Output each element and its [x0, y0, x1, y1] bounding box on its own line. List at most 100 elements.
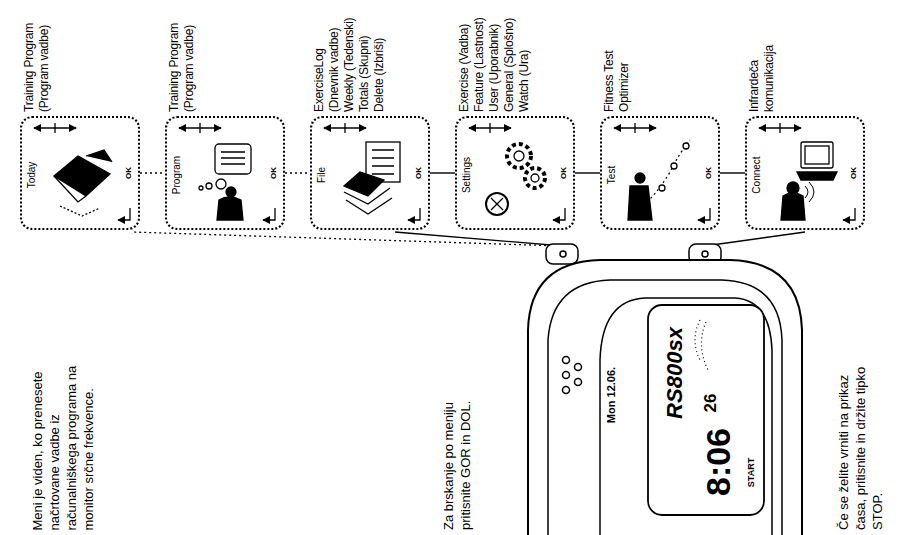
ok-label: OK: [269, 162, 279, 184]
ok-mark: OK: [269, 162, 281, 184]
screen-arrows: [759, 123, 855, 220]
today-icon-part: [60, 206, 100, 216]
caption-line: komunikacija: [762, 4, 777, 112]
connect-icon-part: [805, 146, 829, 164]
ok-mark-text: OK: [124, 162, 136, 184]
leader-lines-part: [132, 232, 561, 246]
watch-drawing-part: [548, 280, 782, 535]
caption-line: Weekly (Tedenski): [342, 4, 357, 112]
screen-title: Program: [171, 144, 183, 206]
ok-mark: OK: [559, 162, 571, 184]
ok-mark-text: OK: [414, 162, 426, 184]
menu-connector: [720, 172, 745, 173]
watch-drawing-part: [575, 379, 582, 386]
screen-arrows: [34, 123, 130, 220]
menu-screen: Exercise (Vadba)Feature (Lastnost)User (…: [455, 116, 575, 230]
ok-mark: OK: [704, 162, 716, 184]
watch-seconds: 26: [700, 388, 724, 418]
ok-label: OK: [414, 162, 424, 184]
screen-label: Program: [171, 144, 187, 206]
screen-arrows-part: [344, 123, 345, 133]
instruction-note-text: Za brskanje po meniju pritisnite GOR in …: [440, 360, 494, 530]
settings-icon-part: [514, 151, 524, 161]
file-icon-part: [344, 172, 384, 196]
screen-arrows-part: [54, 123, 55, 133]
connect-icon-part: [787, 182, 799, 194]
watch-drawing: [528, 244, 802, 535]
caption-line: Infrardeča: [747, 4, 762, 112]
screen-arrows-part: [698, 208, 710, 220]
watch-date: Mon 12.06.: [604, 345, 618, 445]
screen-label-text: Today: [26, 144, 42, 206]
screen-label: Today: [26, 144, 42, 206]
instruction-note-text: Meni je viden, ko prenesete načrtovane v…: [28, 350, 133, 530]
file-icon: [344, 142, 400, 214]
program-icon-part: [226, 187, 236, 197]
screen-caption: ExerciseLog(Dnevnik vadbe)Weekly (Tedens…: [312, 4, 428, 112]
screen-label: Settings: [461, 144, 477, 206]
screen-label: Connect: [751, 144, 767, 206]
connect-icon-part: [781, 193, 805, 220]
ok-label: OK: [704, 162, 714, 184]
screen-arrows-part: [843, 208, 855, 220]
watch-drawing-part: [648, 305, 764, 515]
watch-time: 8:06: [696, 420, 742, 504]
screen-caption-text: ExerciseLog(Dnevnik vadbe)Weekly (Tedens…: [312, 4, 428, 112]
watch-logo: RS800sx: [660, 318, 694, 428]
program-icon-part: [206, 183, 212, 189]
screen-arrows-part: [634, 123, 635, 133]
screen-title: Today: [26, 144, 38, 206]
ok-mark-text: OK: [559, 162, 571, 184]
caption-line: Training Program: [167, 4, 182, 112]
program-icon-part: [216, 179, 226, 189]
test-icon-part: [671, 163, 677, 169]
menu-screen: InfrardečakomunikacijaConnectOK: [745, 116, 865, 230]
today-icon-part: [54, 176, 86, 202]
instruction-note: Za brskanje po meniju pritisnite GOR in …: [440, 360, 494, 530]
instruction-note-text: Če se želite vrniti na prikaz časa, prit…: [835, 360, 893, 530]
program-icon-part: [199, 186, 203, 190]
caption-line: User (Uporabnik): [487, 4, 502, 112]
screen-caption-text: Training Program(Program vadbe): [167, 4, 283, 112]
test-icon-part: [635, 173, 645, 183]
today-icon: [54, 150, 112, 216]
ok-mark: OK: [849, 162, 861, 184]
screen-caption: Infrardečakomunikacija: [747, 4, 863, 112]
screen-arrows: [469, 123, 565, 220]
ok-label: OK: [124, 162, 134, 184]
ok-mark-text: OK: [269, 162, 281, 184]
screen-label-text: Test: [606, 144, 622, 206]
watch-date: Mon 12.06.: [604, 345, 622, 445]
caption-line: Optimizer: [617, 4, 632, 112]
screen-caption-text: Exercise (Vadba)Feature (Lastnost)User (…: [457, 4, 573, 112]
screen-label-text: Settings: [461, 144, 477, 206]
screen-furniture: [34, 123, 855, 220]
watch-drawing-part: [560, 251, 566, 257]
leader-lines-part: [705, 232, 805, 246]
screen-arrows-part: [199, 123, 200, 133]
caption-line: Delete (Izbriši): [372, 4, 387, 112]
file-icon-part: [372, 150, 394, 174]
watch-drawing-part: [563, 372, 570, 379]
program-icon-part: [217, 197, 243, 220]
caption-line: (Dnevnik vadbe): [327, 4, 342, 112]
menu-screen: Training Program(Program vadbe)ProgramOK: [165, 116, 285, 230]
test-icon-part: [683, 143, 689, 149]
menu-screen: ExerciseLog(Dnevnik vadbe)Weekly (Tedens…: [310, 116, 430, 230]
screen-caption-text: Infrardečakomunikacija: [747, 4, 863, 112]
screen-title: Settings: [461, 144, 473, 206]
menu-connector: [430, 172, 455, 173]
caption-line: Feature (Lastnost): [472, 4, 487, 112]
program-icon-part: [215, 144, 251, 174]
screen-caption: Training Program(Program vadbe): [167, 4, 283, 112]
ok-label: OK: [559, 162, 569, 184]
caption-line: Fitness Test: [602, 4, 617, 112]
watch-logo-text: RS800sx: [660, 318, 694, 428]
watch-drawing-part: [695, 320, 708, 370]
menu-connector: [285, 172, 310, 173]
settings-icon: [486, 144, 545, 215]
screen-arrows-part: [118, 208, 130, 220]
caption-line: General (Splošno): [502, 4, 517, 112]
screen-arrows-part: [779, 123, 780, 133]
screen-label: File: [316, 144, 332, 206]
